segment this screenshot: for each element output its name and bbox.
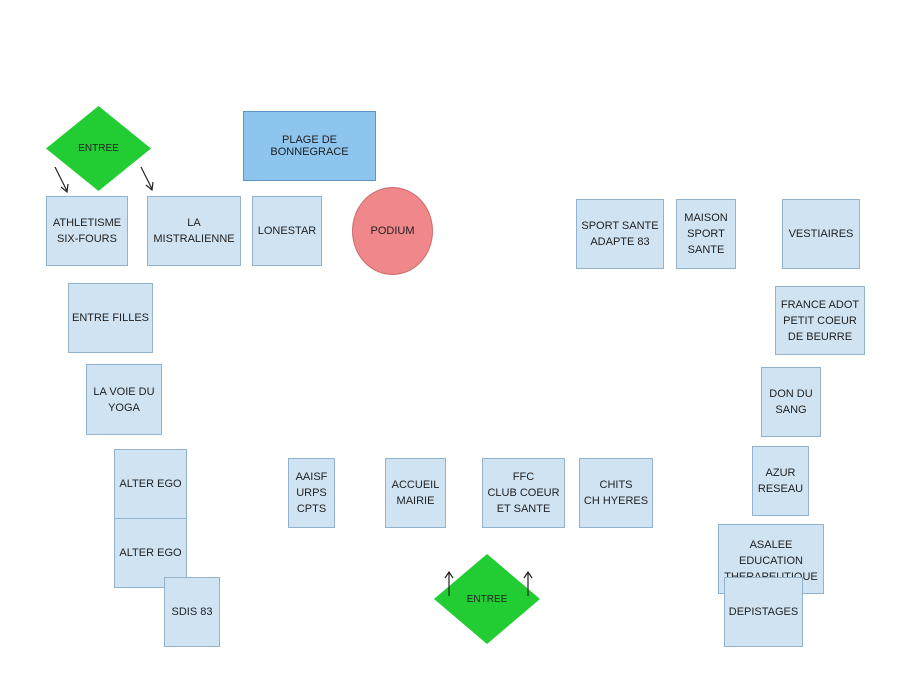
entrance-bottom-label: ENTREE — [466, 593, 508, 605]
entrance-top-label: ENTREE — [78, 143, 119, 154]
stand-azur-reseau: AZUR RESEAU — [752, 446, 809, 516]
stand-don-du-sang: DON DU SANG — [761, 367, 821, 437]
podium: PODIUM — [352, 187, 433, 275]
stand-sdis: SDIS 83 — [164, 577, 220, 647]
stand-vestiaires: VESTIAIRES — [782, 199, 860, 269]
stand-chits: CHITS CH HYERES — [579, 458, 653, 528]
arrow-up-icon — [444, 570, 454, 596]
stand-depistages: DEPISTAGES — [724, 577, 803, 647]
stand-lonestar: LONESTAR — [252, 196, 322, 266]
stand-athletisme: ATHLETISME SIX-FOURS — [46, 196, 128, 266]
beach-label: PLAGE DE BONNEGRACE — [270, 134, 349, 158]
stand-france-adot: FRANCE ADOT PETIT COEUR DE BEURRE — [775, 286, 865, 355]
stand-maison-sport-sante: MAISON SPORT SANTE — [676, 199, 736, 269]
arrow-up-icon — [523, 570, 533, 596]
stand-alter-ego-1: ALTER EGO — [114, 449, 187, 519]
stand-ffc: FFC CLUB COEUR ET SANTE — [482, 458, 565, 528]
stand-sport-sante-adapte: SPORT SANTE ADAPTE 83 — [576, 199, 664, 269]
entrance-top-diamond — [46, 106, 151, 191]
stand-entre-filles: ENTRE FILLES — [68, 283, 153, 353]
entrance-bottom: ENTREE — [434, 554, 540, 644]
stand-alter-ego-2: ALTER EGO — [114, 518, 187, 588]
stand-accueil-mairie: ACCUEIL MAIRIE — [385, 458, 446, 528]
podium-label: PODIUM — [370, 225, 415, 237]
arrow-down-right-icon — [140, 166, 154, 192]
beach-zone: PLAGE DE BONNEGRACE — [243, 111, 376, 181]
arrow-down-left-icon — [54, 166, 69, 194]
entrance-bottom-diamond — [434, 554, 540, 644]
entrance-top: ENTREE — [46, 106, 151, 191]
stand-aaisf: AAISF URPS CPTS — [288, 458, 335, 528]
stand-mistralienne: LA MISTRALIENNE — [147, 196, 241, 266]
stand-voie-yoga: LA VOIE DU YOGA — [86, 364, 162, 435]
